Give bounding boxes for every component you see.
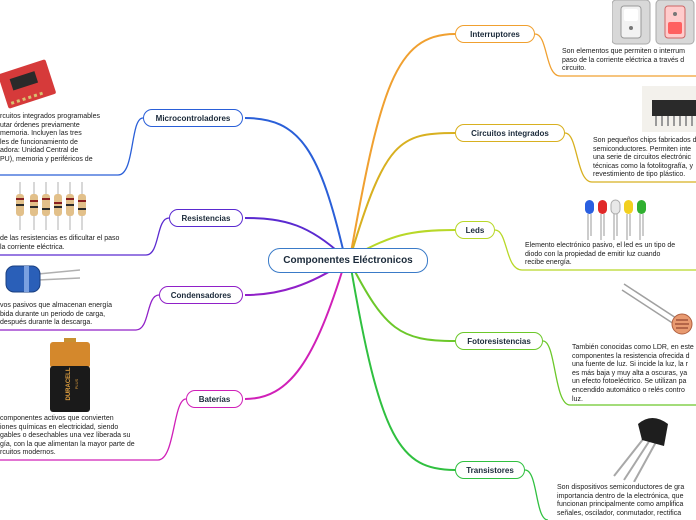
note-circuitos-integrados: Son pequeños chips fabricados d semicond… — [593, 137, 696, 180]
note-line: memoria. Incluyen las tres — [0, 130, 82, 138]
note-line: técnicas como la fotolitografía, y — [593, 162, 693, 170]
note-line: de las resistencias es dificultar el pas… — [0, 235, 120, 242]
note-line-circuitos — [564, 132, 696, 183]
resistors-image — [16, 182, 86, 230]
note-line: Son elementos que permiten o interrum — [562, 48, 685, 55]
note-line: semiconductores. Permiten inte — [593, 145, 692, 153]
note-line: vos pasivos que almacenan energía — [0, 302, 113, 309]
note-line: iones químicas en electricidad, siendo — [0, 423, 119, 431]
leds-image — [585, 199, 646, 240]
note-line: importancia dentro de la electrónica, qu… — [557, 492, 684, 500]
note-line: paso de la corriente eléctrica a través … — [562, 56, 685, 64]
note-line-condensadores — [0, 294, 160, 331]
integrated-circuit-image — [642, 86, 696, 132]
note-line: componentes la resistencia ofrecida d — [572, 352, 690, 360]
note-line-baterias — [0, 398, 187, 461]
connector-transistores — [349, 261, 456, 471]
node-circuitos-integrados[interactable]: Circuitos integrados — [455, 124, 565, 142]
note-microcontroladores: rcuitos integrados programables utar órd… — [0, 113, 100, 165]
note-baterias: componentes activos que convierten iones… — [0, 415, 135, 458]
microcontroller-image — [0, 58, 56, 112]
connector-circuitos-integrados — [349, 132, 456, 259]
battery-image: DURACELL PLUS — [50, 338, 90, 412]
note-line: una fuente de luz. Si incide la luz, la … — [572, 361, 688, 369]
connector-fotoresistencias — [349, 261, 456, 342]
note-line: recibe energía. — [525, 259, 572, 267]
note-leds: Elemento electrónico pasivo, el led es u… — [525, 242, 675, 268]
note-line: Son pequeños chips fabricados d — [593, 137, 696, 144]
note-line: un efecto fotoeléctrico. Se utilizan pa — [572, 378, 687, 386]
note-line-leds — [494, 229, 696, 271]
note-line: PU), memoria y periféricos de — [0, 155, 93, 163]
note-condensadores: vos pasivos que almacenan energía bida d… — [0, 302, 112, 328]
note-line: bida durante un periodo de carga, — [0, 310, 106, 318]
note-line: señales, oscilador, conmutador, rectific… — [557, 509, 682, 517]
note-fotoresistencias: También conocidas como LDR, en este comp… — [572, 344, 694, 404]
note-line: encendido automático o relés contro — [572, 386, 685, 394]
note-line: Son dispositivos semiconductores de gra — [557, 484, 685, 491]
node-leds[interactable]: Leds — [455, 221, 495, 239]
note-interruptores: Son elementos que permiten o interrum pa… — [562, 48, 685, 74]
note-line: componentes activos que convierten — [0, 415, 114, 422]
note-line: diodo con la propiedad de emitir luz cua… — [525, 250, 661, 258]
note-line: revestimiento de tipo plástico. — [593, 171, 686, 179]
note-line: gables o desechables una vez liberada su — [0, 432, 131, 440]
battery-sub-label: PLUS — [74, 378, 79, 389]
connector-interruptores — [349, 33, 456, 259]
node-baterias[interactable]: Baterías — [186, 390, 243, 408]
note-line-transistores — [524, 469, 549, 520]
note-line: les de funcionamiento de — [0, 138, 78, 146]
central-topic[interactable]: Componentes Eléctronicos — [268, 248, 428, 273]
note-line: la corriente eléctrica. — [0, 243, 65, 251]
note-line: rcuitos modernos. — [0, 449, 56, 457]
note-line: luz. — [572, 395, 583, 403]
switch-image — [612, 0, 695, 45]
note-transistores: Son dispositivos semiconductores de gra … — [557, 484, 684, 518]
note-line-resistencias — [0, 217, 170, 256]
note-line-fotoresistencias — [542, 340, 696, 406]
note-line: Elemento electrónico pasivo, el led es u… — [525, 242, 676, 249]
note-line: una serie de circuitos electrónic — [593, 154, 692, 162]
note-line: rcuitos integrados programables — [0, 113, 100, 120]
capacitor-image — [5, 265, 80, 293]
battery-brand-label: DURACELL — [66, 367, 72, 400]
node-resistencias[interactable]: Resistencias — [169, 209, 243, 227]
transistor-image — [613, 418, 668, 482]
note-line: utar órdenes previamente — [0, 121, 80, 129]
note-line-microcontroladores — [0, 117, 144, 176]
note-line: funcionan principalmente como amplifica — [557, 501, 684, 509]
node-transistores[interactable]: Transistores — [455, 461, 525, 479]
photoresistor-image — [621, 283, 693, 335]
note-line: es más baja y muy alta a oscuras, ya — [572, 369, 688, 377]
note-line: adora: Unidad Central de — [0, 147, 79, 155]
node-interruptores[interactable]: Interruptores — [455, 25, 535, 43]
connector-baterias — [244, 261, 346, 400]
node-fotoresistencias[interactable]: Fotoresistencias — [455, 332, 543, 350]
node-microcontroladores[interactable]: Microcontroladores — [143, 109, 243, 127]
note-line: gía, con la que alimentan la mayor parte… — [0, 440, 135, 448]
note-line: circuito. — [562, 65, 587, 73]
note-line: También conocidas como LDR, en este — [572, 344, 694, 351]
note-resistencias: de las resistencias es dificultar el pas… — [0, 235, 119, 252]
node-condensadores[interactable]: Condensadores — [159, 286, 243, 304]
connector-microcontroladores — [244, 117, 346, 259]
note-line: después durante la descarga. — [0, 319, 93, 327]
note-line-interruptores — [534, 33, 696, 77]
